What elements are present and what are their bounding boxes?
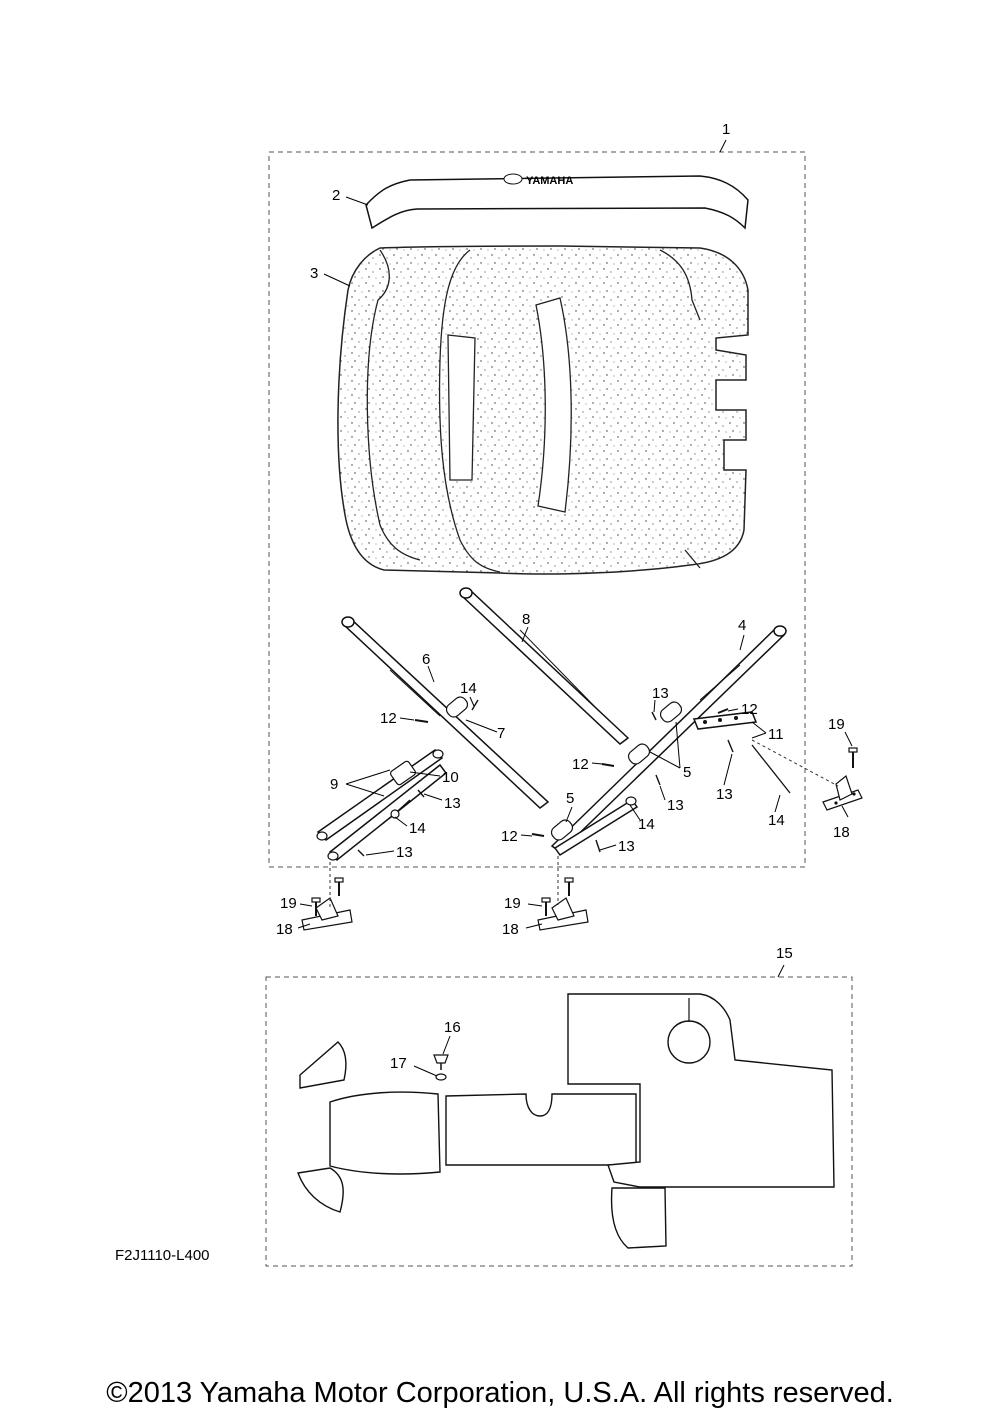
callout-9: 9 (330, 776, 338, 793)
brand-text: YAMAHA (526, 175, 573, 187)
mounting-base-18-left (301, 897, 353, 931)
bimini-front-rail: YAMAHA (365, 173, 749, 230)
mat-piece-main (567, 993, 835, 1188)
hinge-fitting-5b (550, 819, 574, 841)
callout-14c: 14 (638, 816, 655, 833)
callout-2: 2 (332, 187, 340, 204)
callout-11: 11 (768, 726, 784, 743)
pin-13-hardware (357, 699, 734, 857)
mat-kit-frame (265, 976, 853, 1267)
callout-13e: 13 (396, 844, 413, 861)
callout-5a: 5 (683, 764, 691, 781)
callout-8: 8 (522, 611, 530, 628)
callout-5b: 5 (566, 790, 574, 807)
yamaha-logo-icon: YAMAHA (503, 173, 573, 187)
screw-19-right (848, 747, 858, 768)
callout-19b: 19 (280, 895, 297, 912)
mounting-base-18-right (822, 774, 863, 811)
bimini-bow-left (341, 616, 550, 809)
bimini-bow-right (550, 625, 787, 853)
callout-19a: 19 (828, 716, 845, 733)
callout-13f: 13 (618, 838, 635, 855)
callout-18b: 18 (276, 921, 293, 938)
mat-piece-left-top (299, 1041, 347, 1089)
bimini-support-strut-right (553, 796, 639, 857)
copyright-notice: ©2013 Yamaha Motor Corporation, U.S.A. A… (106, 1377, 894, 1409)
callout-13d: 13 (716, 786, 733, 803)
callout-4: 4 (738, 617, 746, 634)
callout-12c: 12 (501, 828, 518, 845)
mat-piece-left-mid (329, 1091, 441, 1175)
callout-12d: 12 (741, 701, 758, 718)
callout-16: 16 (444, 1019, 461, 1036)
bolt-12-hardware (414, 708, 729, 837)
strap-assembly-11 (692, 711, 791, 794)
bimini-support-struts-left (316, 748, 448, 862)
callout-13b: 13 (444, 795, 461, 812)
callout-18c: 18 (502, 921, 519, 938)
assembly-guide-lines (329, 739, 839, 908)
mat-piece-lower-right (610, 1187, 667, 1249)
diagram-code: F2J1110-L400 (115, 1247, 210, 1264)
strap-14-left (389, 799, 411, 819)
callouts: 1 2 3 4 5 5 6 7 8 9 10 11 12 12 12 12 (276, 121, 853, 1077)
screw-19-left (311, 877, 344, 916)
hinge-fitting-7 (445, 696, 469, 718)
hinge-fitting-upper (659, 701, 683, 723)
mat-piece-center (445, 1093, 637, 1166)
bimini-bow-center (459, 587, 630, 745)
callout-1: 1 (722, 121, 730, 138)
callout-17: 17 (390, 1055, 407, 1072)
callout-19c: 19 (504, 895, 521, 912)
clip-16-icon (433, 1054, 449, 1070)
callout-15: 15 (776, 945, 793, 962)
callout-12a: 12 (380, 710, 397, 727)
bimini-kit-frame (268, 151, 806, 868)
callout-14a: 14 (460, 680, 477, 697)
callout-7: 7 (497, 725, 505, 742)
callout-13a: 13 (652, 685, 669, 702)
hinge-fitting-5a (627, 743, 651, 765)
callout-10: 10 (442, 769, 459, 786)
callout-3: 3 (310, 265, 318, 282)
callout-12b: 12 (572, 756, 589, 773)
mat-piece-left-bottom (297, 1167, 344, 1213)
callout-13c: 13 (667, 797, 684, 814)
bimini-canopy (337, 245, 749, 575)
screw-19-center (541, 877, 574, 916)
callout-18a: 18 (833, 824, 850, 841)
mounting-base-18-center (537, 897, 589, 931)
callout-6: 6 (422, 651, 430, 668)
washer-17-icon (435, 1073, 447, 1081)
callout-14d: 14 (768, 812, 785, 829)
callout-14b: 14 (409, 820, 426, 837)
